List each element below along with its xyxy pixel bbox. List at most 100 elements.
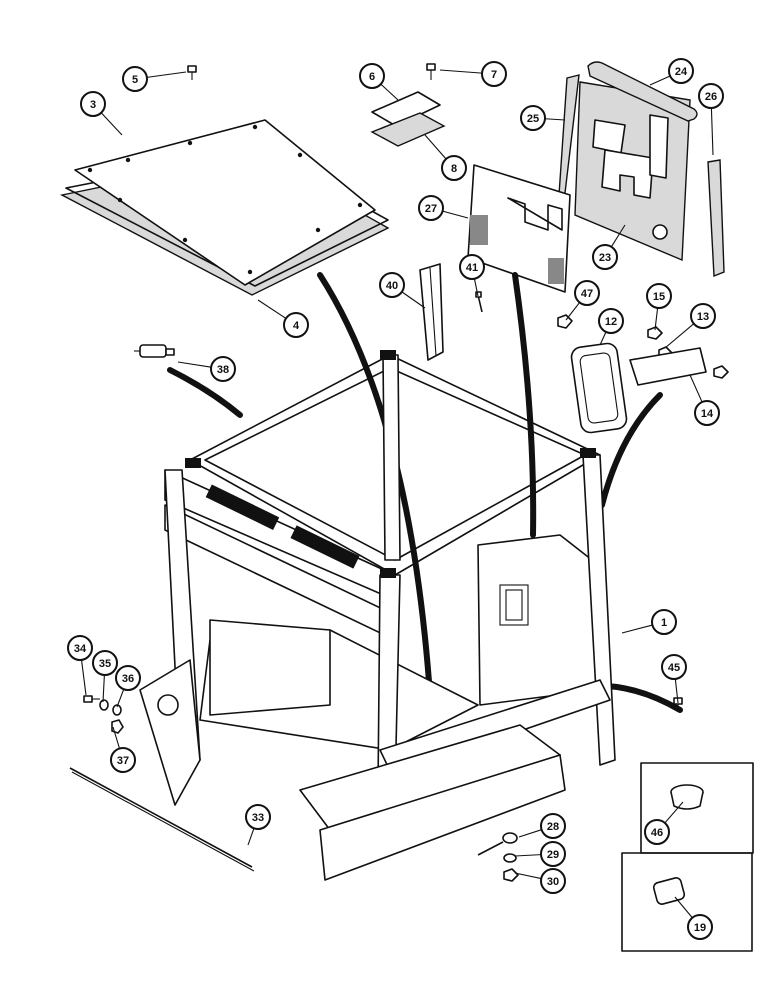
lens-12 <box>570 342 628 434</box>
cab-frame-1 <box>139 350 616 881</box>
callout-30: 30 <box>540 868 566 894</box>
callout-number: 8 <box>451 163 457 175</box>
callout-number: 19 <box>694 922 706 934</box>
strap-14 <box>629 347 707 386</box>
callout-circle <box>687 914 713 940</box>
callout-25: 25 <box>520 105 546 131</box>
callout-12: 12 <box>598 308 624 334</box>
plate-8 <box>370 112 446 147</box>
leader-lines <box>80 69 714 919</box>
leader-line-34 <box>80 659 87 696</box>
callout-number: 15 <box>653 291 665 303</box>
callout-number: 5 <box>132 74 138 86</box>
callout-circle <box>80 91 106 117</box>
callout-number: 1 <box>661 617 667 629</box>
callout-4: 4 <box>283 312 309 338</box>
screw-7 <box>426 63 436 80</box>
callout-number: 3 <box>90 99 96 111</box>
strip-24 <box>587 61 698 122</box>
leader-line-29 <box>514 854 542 857</box>
nut-47 <box>557 314 573 329</box>
callout-number: 41 <box>466 262 478 274</box>
callout-circle <box>598 308 624 334</box>
leader-line-36 <box>116 689 125 708</box>
leader-line-23 <box>610 224 626 248</box>
callout-circle <box>283 312 309 338</box>
callout-circle <box>245 804 271 830</box>
callout-circle <box>574 280 600 306</box>
callout-number: 7 <box>491 69 497 81</box>
callout-circle <box>668 58 694 84</box>
leader-line-8 <box>424 134 447 160</box>
leader-line-12 <box>599 331 607 346</box>
callout-28: 28 <box>540 813 566 839</box>
callout-number: 12 <box>605 316 617 328</box>
callout-19: 19 <box>687 914 713 940</box>
callout-circle <box>115 665 141 691</box>
callout-circle <box>459 254 485 280</box>
callout-45: 45 <box>661 654 687 680</box>
callout-circle <box>441 155 467 181</box>
callout-number: 23 <box>599 252 611 264</box>
callout-1: 1 <box>651 609 677 635</box>
callout-number: 26 <box>705 91 717 103</box>
callout-6: 6 <box>359 63 385 89</box>
leader-line-47 <box>565 302 581 321</box>
callout-circle <box>418 195 444 221</box>
callout-number: 38 <box>217 364 229 376</box>
callout-46: 46 <box>644 819 670 845</box>
callout-40: 40 <box>379 272 405 298</box>
leader-line-24 <box>649 75 671 86</box>
callout-circle <box>661 654 687 680</box>
callout-circle <box>651 609 677 635</box>
callout-number: 30 <box>547 876 559 888</box>
callout-37: 37 <box>110 747 136 773</box>
callout-5: 5 <box>122 66 148 92</box>
callout-number: 28 <box>547 821 559 833</box>
inset-plug-46 <box>640 762 754 854</box>
callout-circle <box>379 272 405 298</box>
callout-number: 40 <box>386 280 398 292</box>
callout-number: 33 <box>252 812 264 824</box>
leader-line-35 <box>102 674 105 703</box>
roof-panel-3 <box>74 119 376 286</box>
callout-circle <box>592 244 618 270</box>
leader-line-7 <box>439 69 483 74</box>
leader-line-3 <box>100 112 123 136</box>
rear-panel-27 <box>467 164 571 293</box>
washer-35 <box>99 699 109 711</box>
callout-36: 36 <box>115 665 141 691</box>
leader-line-25 <box>544 118 566 121</box>
nut-15 <box>647 326 663 340</box>
leader-line-14 <box>689 374 703 403</box>
callout-33: 33 <box>245 804 271 830</box>
callout-circle <box>698 83 724 109</box>
strip-26 <box>707 159 725 278</box>
pin-41 <box>475 291 483 313</box>
callout-circle <box>359 63 385 89</box>
callout-number: 47 <box>581 288 593 300</box>
callout-3: 3 <box>80 91 106 117</box>
leader-line-26 <box>710 107 714 156</box>
callout-number: 4 <box>293 320 300 332</box>
callout-27: 27 <box>418 195 444 221</box>
leader-line-15 <box>654 307 659 331</box>
callout-34: 34 <box>67 635 93 661</box>
leader-line-4 <box>257 299 287 319</box>
callout-8: 8 <box>441 155 467 181</box>
bolt-34 <box>83 695 100 703</box>
callout-number: 13 <box>697 311 709 323</box>
callout-circle <box>540 868 566 894</box>
callout-number: 37 <box>117 755 129 767</box>
leader-line-30 <box>514 872 542 880</box>
callout-14: 14 <box>694 400 720 426</box>
nut-30 <box>503 868 519 882</box>
callout-number: 45 <box>668 662 680 674</box>
callout-13: 13 <box>690 303 716 329</box>
callout-circle <box>67 635 93 661</box>
callout-circle <box>481 61 507 87</box>
plate-6 <box>371 91 441 127</box>
leader-line-5 <box>146 71 187 78</box>
